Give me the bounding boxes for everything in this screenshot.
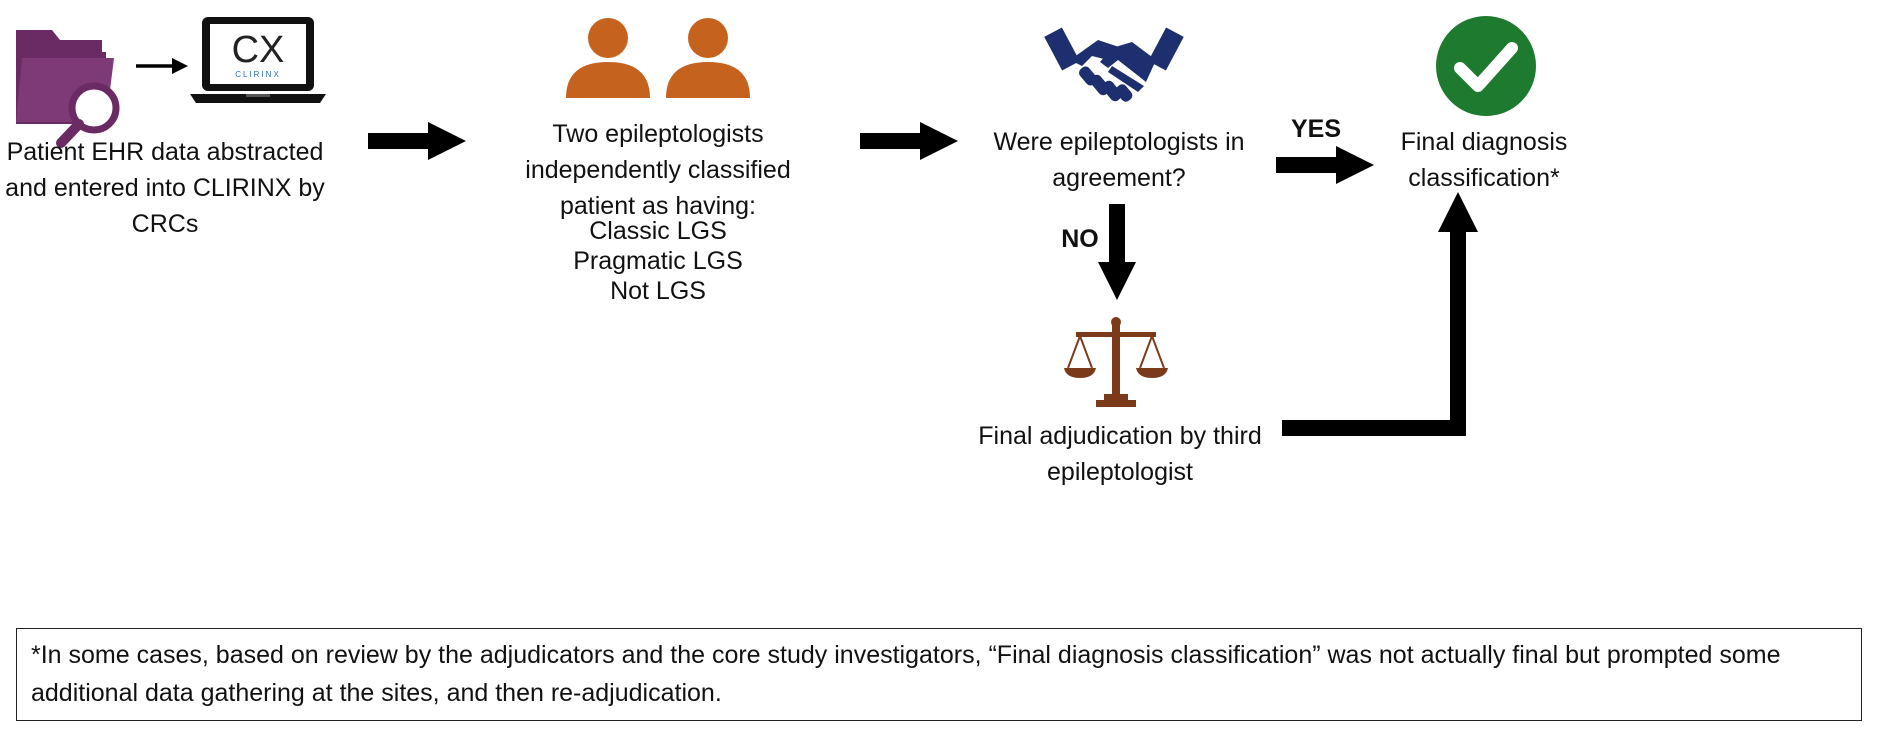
footnote-box: *In some cases, based on review by the a… [16, 628, 1862, 721]
step4-line: classification* [1408, 164, 1560, 192]
step4-line: Final diagnosis [1400, 128, 1568, 156]
step2-options: Classic LGS Pragmatic LGS Not LGS [500, 216, 816, 306]
laptop-logo-word: CLIRINX [235, 70, 281, 79]
arrow-step1-to-step2 [368, 122, 466, 160]
step2-line: independently classified [525, 156, 791, 184]
arrow-yes [1276, 146, 1374, 184]
step1-line: Patient EHR data abstracted [6, 138, 324, 166]
small-arrow [136, 58, 188, 74]
people-icon [566, 18, 750, 98]
yes-label: YES [1290, 115, 1342, 143]
step2-line: Two epileptologists [552, 120, 764, 148]
option-classic-lgs: Classic LGS [589, 217, 727, 245]
step3-line: agreement? [1052, 164, 1186, 192]
step5-line: Final adjudication by third [978, 422, 1262, 450]
step1-line: CRCs [131, 210, 199, 238]
footnote-text: *In some cases, based on review by the a… [31, 641, 1781, 707]
step5-line: epileptologist [1047, 458, 1193, 486]
scale-of-justice-icon [1064, 317, 1168, 407]
folder-search-icon [16, 30, 120, 148]
step5-text: Final adjudication by third epileptologi… [970, 418, 1270, 490]
step1-line: and entered into CLIRINX by [5, 174, 325, 202]
laptop-icon: CX CLIRINX [190, 17, 326, 103]
step2-line: patient as having: [560, 192, 756, 220]
no-label: NO [1061, 225, 1099, 253]
step3-text: Were epileptologists in agreement? [974, 124, 1264, 196]
checkmark-circle-icon [1436, 16, 1536, 116]
step4-text: Final diagnosis classification* [1384, 124, 1584, 196]
arrow-no [1098, 204, 1136, 300]
option-pragmatic-lgs: Pragmatic LGS [573, 247, 743, 275]
handshake-icon [1044, 27, 1184, 102]
laptop-logo-mark: CX [232, 29, 285, 71]
step1-text: Patient EHR data abstracted and entered … [0, 134, 330, 242]
arrow-step2-to-step3 [860, 122, 958, 160]
step2-text: Two epileptologists independently classi… [500, 116, 816, 224]
option-not-lgs: Not LGS [610, 277, 706, 305]
step3-line: Were epileptologists in [993, 128, 1245, 156]
arrow-adjudication-to-final [1282, 192, 1478, 436]
